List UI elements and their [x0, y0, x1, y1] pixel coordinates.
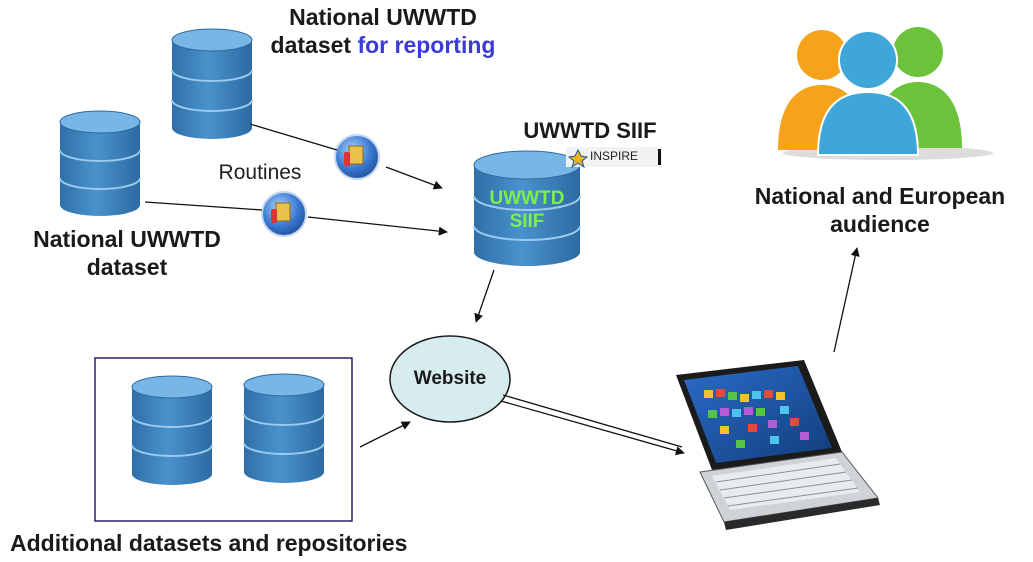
routine-tool-icon — [334, 134, 380, 180]
national-dataset-line2: dataset — [86, 253, 168, 280]
database-icon — [131, 375, 213, 485]
national-reporting-line1: National UWWTD — [289, 4, 477, 30]
inspire-logo-icon — [566, 147, 662, 169]
national-dataset-line1: National UWWTD — [33, 226, 221, 252]
website-node — [389, 335, 511, 423]
audience-line2: audience — [830, 210, 930, 237]
audience-line1: National and European — [754, 183, 1006, 209]
routine-tool-icon — [261, 191, 307, 237]
database-icon — [171, 28, 253, 139]
siif-database-icon — [473, 150, 581, 266]
national-dataset-label: National UWWTD dataset — [12, 226, 242, 281]
national-reporting-dataset-word: dataset — [270, 31, 352, 58]
people-icon — [778, 27, 993, 160]
additional-datasets-label: Additional datasets and repositories — [10, 530, 408, 556]
routines-label: Routines — [218, 161, 302, 184]
siif-db-line1: UWWTD — [489, 188, 565, 209]
inspire-text: INSPIRE — [590, 149, 639, 163]
reporting-accent-text: for reporting — [357, 31, 496, 58]
database-icon — [243, 373, 325, 483]
website-label: Website — [413, 368, 487, 389]
audience-label: National and European audience — [732, 183, 1028, 238]
national-reporting-line2: dataset for reporting — [248, 32, 518, 60]
siif-title: UWWTD SIIF — [523, 118, 657, 143]
additional-datasets-box — [94, 357, 353, 522]
siif-db-line2: SIIF — [509, 210, 545, 232]
flow-arrows — [144, 123, 860, 456]
siif-db-label: UWWTD SIIF — [477, 188, 577, 234]
database-icon — [59, 110, 141, 216]
national-reporting-label: National UWWTD dataset for reporting — [248, 4, 518, 59]
tablet-laptop-icon — [676, 360, 880, 530]
